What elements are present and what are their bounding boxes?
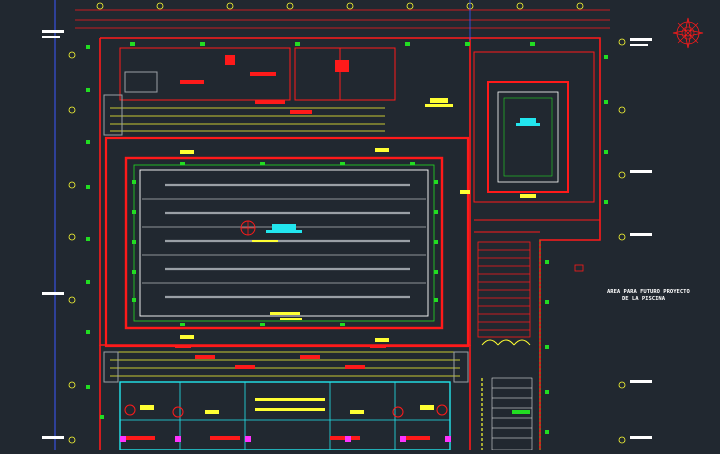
small-pool-basin	[497, 91, 559, 183]
door-swing-arcs	[481, 339, 531, 346]
pool-lanes	[165, 183, 410, 299]
service-rooms	[119, 47, 396, 101]
small-pool-enclosure	[487, 81, 569, 193]
pool-level-tag	[272, 224, 296, 230]
magenta-columns	[120, 436, 451, 442]
gray-shaft-top	[103, 94, 123, 136]
top-grid-bubbles	[96, 2, 584, 10]
lane-ropes	[142, 198, 426, 284]
pool-green-markers	[132, 162, 438, 326]
main-stair	[477, 241, 531, 338]
stair-strips-top	[110, 107, 385, 132]
top-dimension-lines	[75, 9, 610, 29]
bleacher-rows	[110, 351, 460, 377]
pool-basin	[139, 169, 429, 317]
axis-tags	[42, 30, 652, 439]
right-small-detail	[574, 264, 584, 272]
future-area-note-line1: AREA PARA FUTURO PROYECTO	[607, 289, 690, 295]
right-grid-bubbles	[618, 38, 626, 444]
pool-deck-outline	[104, 136, 470, 348]
building-walls	[99, 37, 601, 450]
section-markers	[180, 98, 536, 342]
perimeter-column-markers	[86, 42, 608, 434]
small-pool-room	[473, 51, 595, 203]
left-grid-bubbles	[68, 51, 76, 444]
future-area-note-line2: DE LA PISCINA	[622, 296, 666, 302]
sink-symbols	[124, 404, 448, 418]
small-pool-tag	[520, 118, 536, 123]
restroom-fixtures	[140, 398, 434, 414]
right-corridor-walls	[474, 219, 600, 233]
pool-outer-edge	[124, 156, 444, 330]
locker-gray-blocks	[103, 351, 469, 383]
gray-room-top	[124, 71, 158, 93]
north-arrow-icon	[672, 17, 704, 49]
